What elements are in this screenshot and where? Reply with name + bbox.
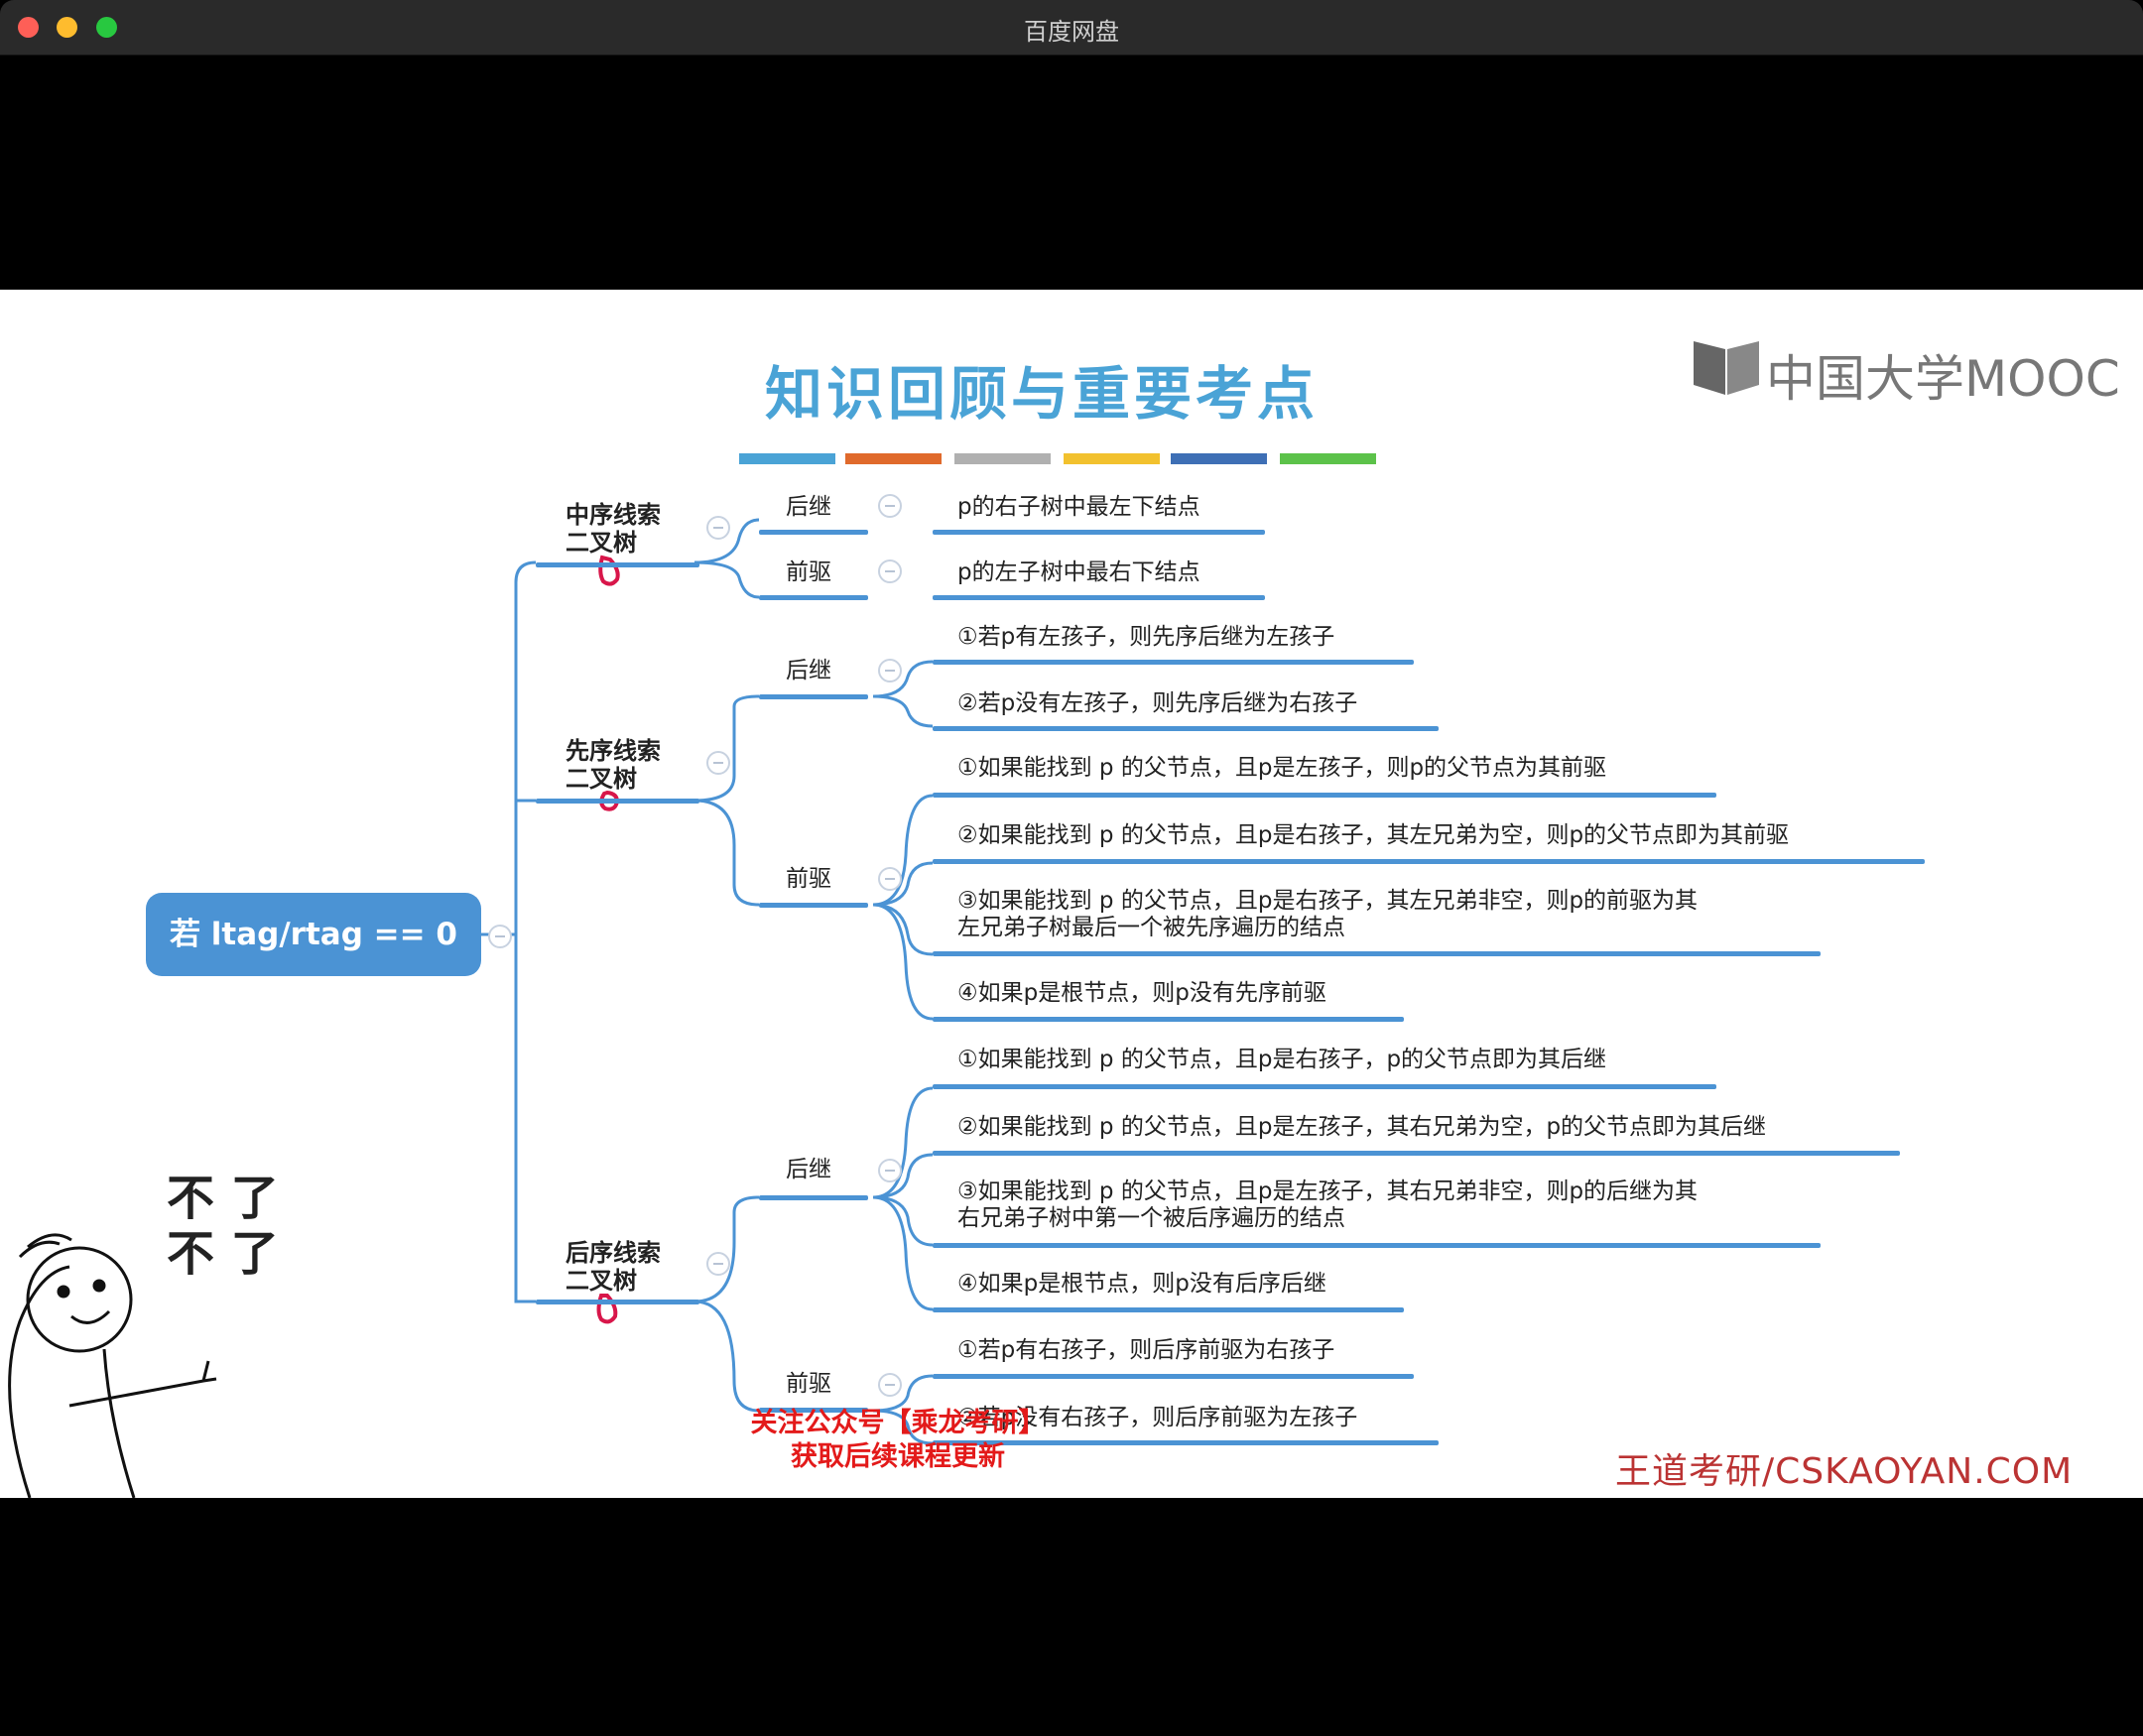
branch-underline xyxy=(536,1300,699,1304)
minimize-window-button[interactable] xyxy=(57,17,77,38)
preorder-branch-label[interactable]: 先序线索 二叉树 xyxy=(566,737,661,793)
leaf-underline xyxy=(933,660,1414,665)
cartoon-caption-1: 不 了 xyxy=(167,1171,279,1226)
collapse-toggle-icon[interactable] xyxy=(878,1373,902,1397)
leaf-underline xyxy=(933,951,1821,956)
postorder-branch-label[interactable]: 后序线索 二叉树 xyxy=(566,1239,661,1295)
preorder-predecessor-item: ①如果能找到 p 的父节点，且p是左孩子，则p的父节点为其前驱 xyxy=(957,755,1607,781)
postorder-predecessor-item: ①若p有右孩子，则后序前驱为右孩子 xyxy=(957,1337,1335,1363)
leaf-underline xyxy=(933,1243,1821,1248)
postorder-successor-label[interactable]: 后继 xyxy=(786,1157,831,1182)
collapse-toggle-icon[interactable] xyxy=(706,1252,730,1276)
close-window-button[interactable] xyxy=(18,17,39,38)
preorder-successor-item: ②若p没有左孩子，则先序后继为右孩子 xyxy=(957,690,1358,716)
leaf-underline xyxy=(933,1151,1900,1156)
branch-underline xyxy=(536,799,699,804)
collapse-toggle-icon[interactable] xyxy=(706,516,730,540)
mooc-logo-icon xyxy=(1694,341,1759,395)
leaf-underline xyxy=(933,1374,1414,1379)
preorder-successor-item: ①若p有左孩子，则先序后继为左孩子 xyxy=(957,624,1335,650)
window-title: 百度网盘 xyxy=(1024,18,1119,46)
preorder-predecessor-item: ④如果p是根节点，则p没有先序前驱 xyxy=(957,980,1326,1006)
leaf-underline xyxy=(933,1017,1404,1022)
watermark-text: 王道考研/CSKAOYAN.COM xyxy=(1615,1451,2074,1492)
node-underline xyxy=(759,1195,868,1200)
mindmap-connectors xyxy=(8,518,934,1498)
cartoon-figure xyxy=(8,1233,217,1498)
slide-title: 知识回顾与重要考点 xyxy=(764,360,1319,428)
postorder-successor-item: ②如果能找到 p 的父节点，且p是左孩子，其右兄弟为空，p的父节点即为其后继 xyxy=(957,1114,1767,1140)
inorder-predecessor-label[interactable]: 前驱 xyxy=(786,559,831,585)
color-bar-segment xyxy=(739,453,835,464)
inorder-successor-item: p的右子树中最左下结点 xyxy=(957,494,1200,520)
preorder-predecessor-item: ②如果能找到 p 的父节点，且p是右孩子，其左兄弟为空，则p的父节点即为其前驱 xyxy=(957,822,1790,848)
node-underline xyxy=(759,903,868,908)
collapse-toggle-icon[interactable] xyxy=(878,659,902,682)
leaf-underline xyxy=(933,1084,1716,1089)
collapse-toggle-icon[interactable] xyxy=(878,559,902,583)
video-frame-slide[interactable]: 知识回顾与重要考点 中国大学MOOC xyxy=(0,290,2143,1498)
promo-line-2: 获取后续课程更新 xyxy=(791,1441,1005,1472)
inorder-successor-label[interactable]: 后继 xyxy=(786,494,831,520)
collapse-toggle-icon[interactable] xyxy=(878,1159,902,1182)
collapse-toggle-icon[interactable] xyxy=(706,751,730,775)
color-bar-segment xyxy=(1280,453,1376,464)
leaf-underline xyxy=(933,793,1716,798)
zoom-window-button[interactable] xyxy=(96,17,117,38)
collapse-toggle-icon[interactable] xyxy=(488,925,512,948)
color-bar-segment xyxy=(1171,453,1267,464)
promo-line-1: 关注公众号【乘龙考研】 xyxy=(750,1408,1046,1438)
leaf-underline xyxy=(933,595,1265,600)
leaf-underline xyxy=(933,1440,1439,1445)
leaf-underline xyxy=(933,859,1925,864)
node-underline xyxy=(759,530,868,535)
preorder-predecessor-item: ③如果能找到 p 的父节点，且p是右孩子，其左兄弟非空，则p的前驱为其 左兄弟子… xyxy=(957,888,1699,940)
postorder-successor-item: ①如果能找到 p 的父节点，且p是右孩子，p的父节点即为其后继 xyxy=(957,1047,1607,1072)
color-bar-segment xyxy=(845,453,942,464)
node-underline xyxy=(759,595,868,600)
collapse-toggle-icon[interactable] xyxy=(878,867,902,891)
node-underline xyxy=(759,1408,868,1413)
leaf-underline xyxy=(933,1307,1404,1312)
preorder-successor-label[interactable]: 后继 xyxy=(786,658,831,683)
promo-overlay: 关注公众号【乘龙考研】 获取后续课程更新 xyxy=(734,1407,1062,1474)
mindmap-root-node[interactable]: 若 ltag/rtag == 0 xyxy=(146,893,481,976)
preorder-predecessor-label[interactable]: 前驱 xyxy=(786,866,831,892)
mooc-logo-text: 中国大学MOOC xyxy=(1766,350,2120,408)
postorder-predecessor-item: ②若p没有右孩子，则后序前驱为左孩子 xyxy=(957,1405,1358,1430)
collapse-toggle-icon[interactable] xyxy=(878,494,902,518)
cartoon-caption-2: 不 了 xyxy=(167,1226,279,1282)
color-bar-segment xyxy=(954,453,1051,464)
postorder-successor-item: ③如果能找到 p 的父节点，且p是左孩子，其右兄弟非空，则p的后继为其 右兄弟子… xyxy=(957,1178,1699,1231)
inorder-predecessor-item: p的左子树中最右下结点 xyxy=(957,559,1200,585)
leaf-underline xyxy=(933,726,1439,731)
branch-underline xyxy=(536,562,699,567)
postorder-successor-item: ④如果p是根节点，则p没有后序后继 xyxy=(957,1271,1326,1297)
postorder-predecessor-label[interactable]: 前驱 xyxy=(786,1371,831,1397)
color-bar-segment xyxy=(1064,453,1160,464)
inorder-branch-label[interactable]: 中序线索 二叉树 xyxy=(566,501,661,557)
leaf-underline xyxy=(933,530,1265,535)
node-underline xyxy=(759,694,868,699)
title-bar: 百度网盘 xyxy=(0,0,2143,56)
